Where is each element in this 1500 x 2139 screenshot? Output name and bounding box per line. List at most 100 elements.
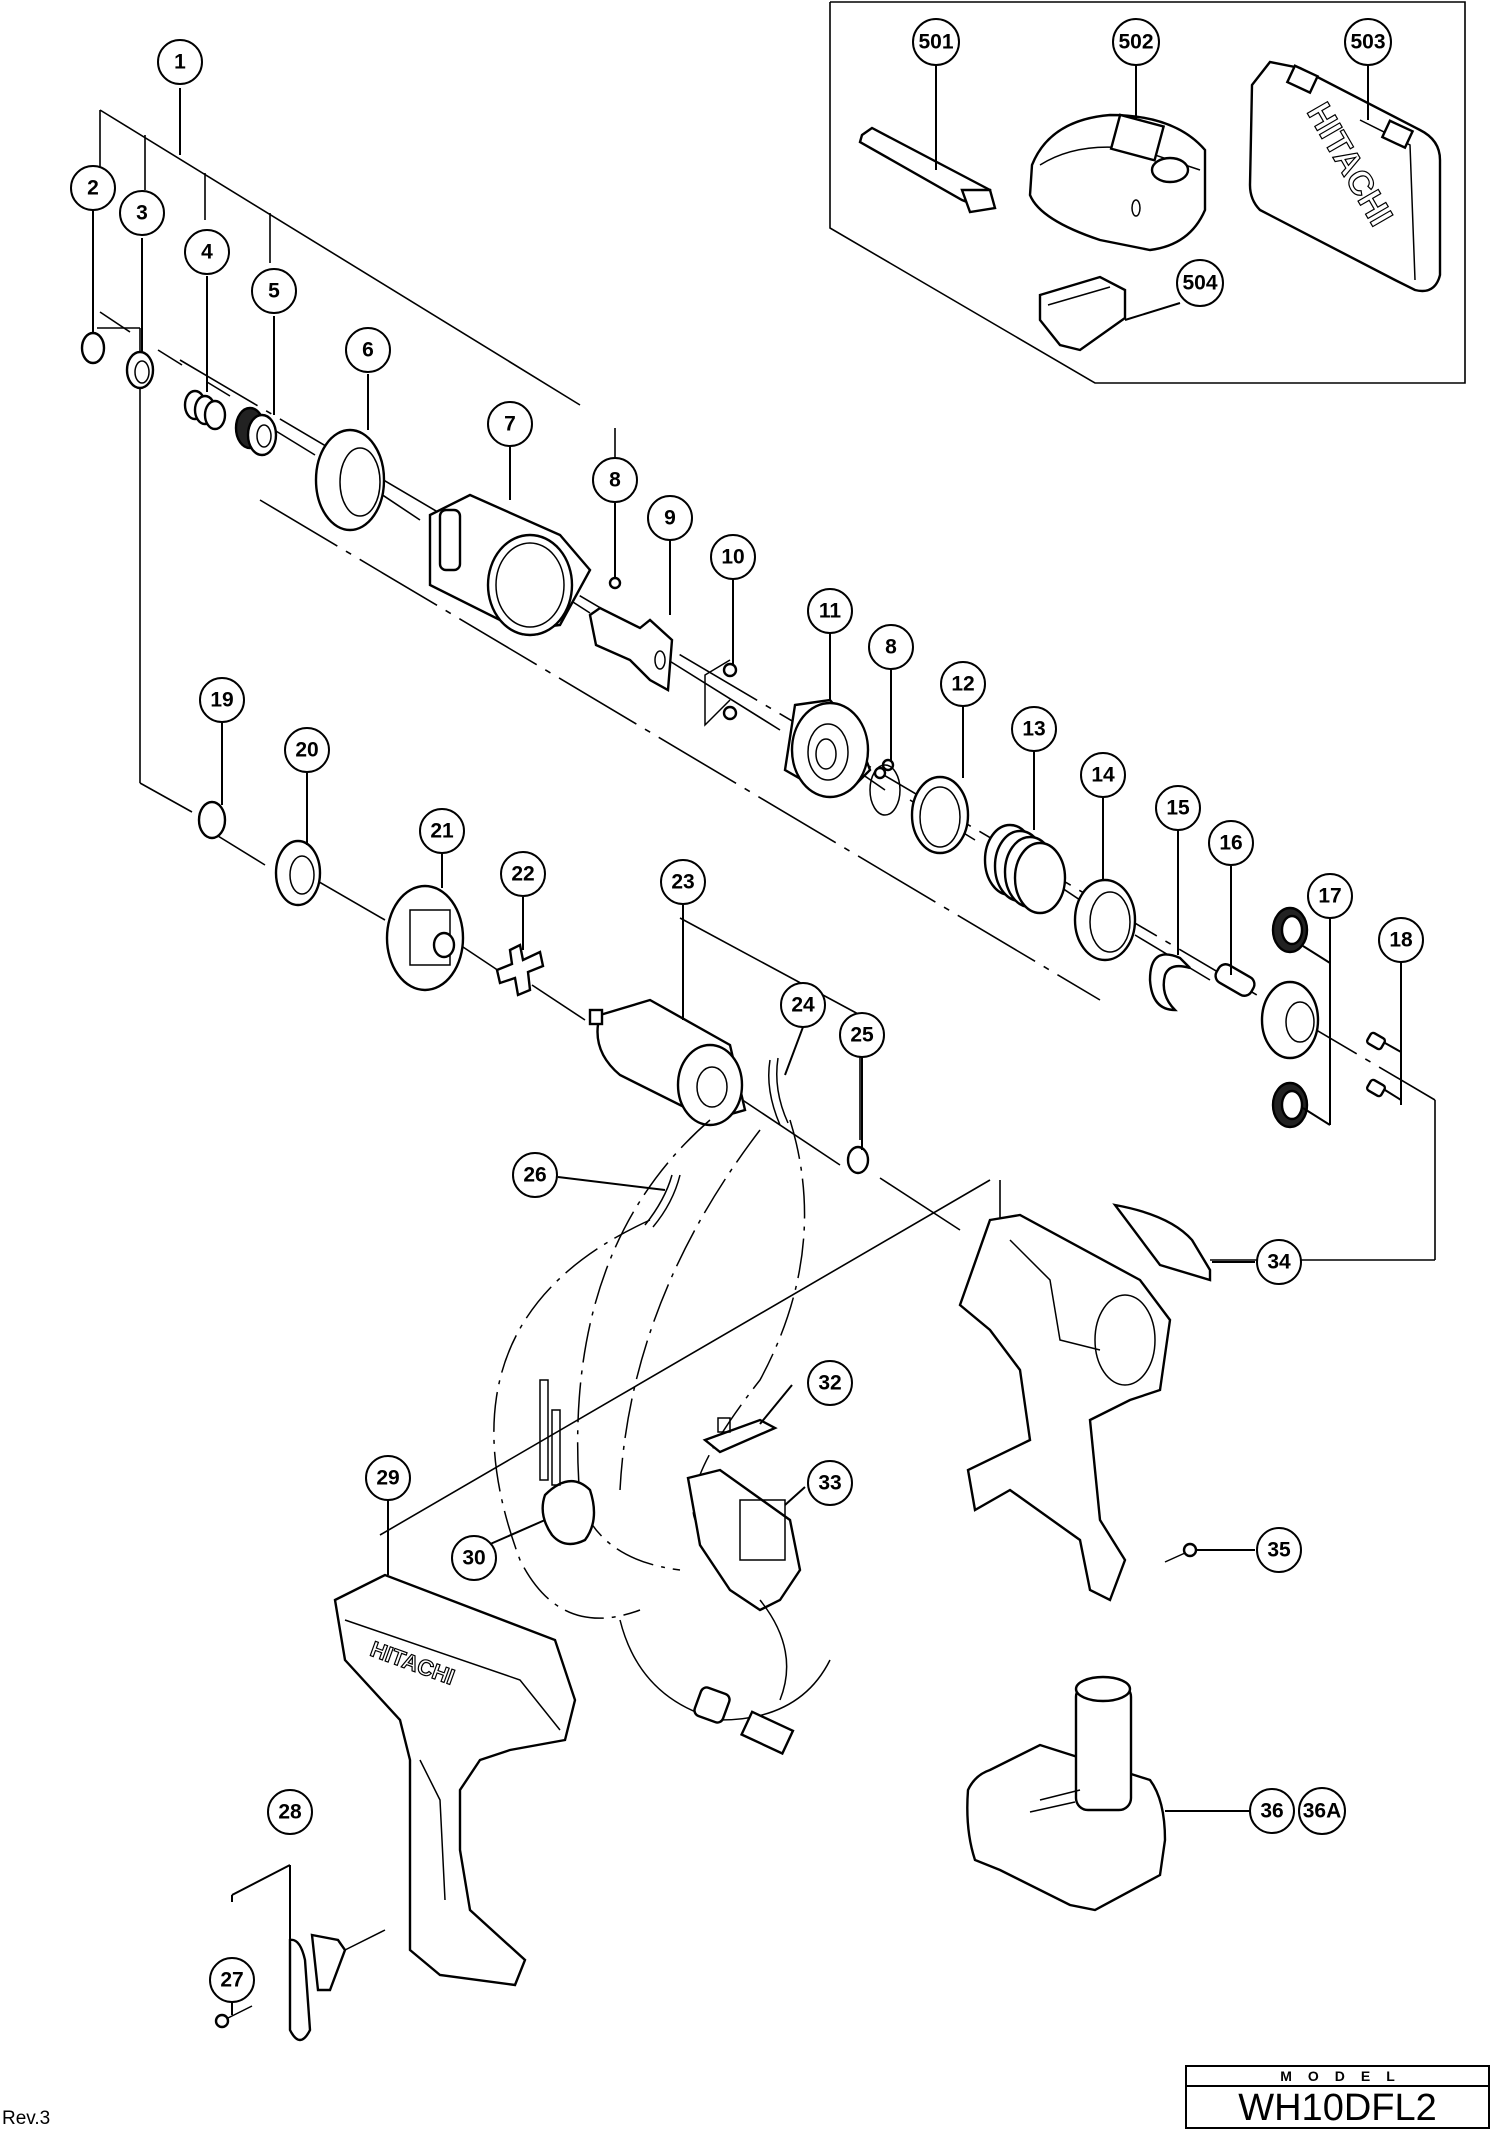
- part-18-needle-pins[interactable]: [1365, 1031, 1387, 1098]
- callout-11[interactable]: 11: [807, 588, 853, 634]
- callout-25[interactable]: 25: [839, 1012, 885, 1058]
- callout-5[interactable]: 5: [251, 268, 297, 314]
- callout-28[interactable]: 28: [267, 1789, 313, 1835]
- callout-circle: [184, 229, 230, 275]
- part-2-retaining-ring[interactable]: [80, 331, 106, 365]
- callout-36A[interactable]: 36A: [1298, 1787, 1346, 1835]
- part-22-washer-plate[interactable]: [495, 943, 545, 997]
- callout-12[interactable]: 12: [940, 661, 986, 707]
- model-title-block: MODEL WH10DFL2: [1185, 2065, 1490, 2129]
- part-33-housing-right[interactable]: [958, 1213, 1172, 1602]
- callout-circle: [1208, 820, 1254, 866]
- callout-2[interactable]: 2: [70, 165, 116, 211]
- callout-32[interactable]: 32: [807, 1360, 853, 1406]
- part-12-washer[interactable]: [910, 775, 970, 855]
- callout-circle: [1344, 18, 1392, 66]
- callout-503[interactable]: 503: [1344, 18, 1392, 66]
- part-20-ball-bearing[interactable]: [274, 839, 322, 907]
- part-36-battery[interactable]: [966, 1675, 1167, 1912]
- part-21-gear-holder[interactable]: [385, 884, 465, 992]
- part-32-switch-cover[interactable]: [702, 1417, 778, 1454]
- callout-number: 503: [1350, 31, 1385, 54]
- callout-29[interactable]: 29: [365, 1455, 411, 1501]
- part-15-retaining-ring[interactable]: [1148, 953, 1191, 1012]
- callout-8b[interactable]: 8: [868, 624, 914, 670]
- part-33-switch[interactable]: [619, 1468, 831, 1756]
- callout-20[interactable]: 20: [284, 727, 330, 773]
- part-16-spindle[interactable]: [1213, 961, 1320, 1060]
- part-34-name-plate[interactable]: [1112, 1203, 1212, 1282]
- callout-number: 1: [174, 51, 186, 74]
- callout-504[interactable]: 504: [1176, 259, 1224, 307]
- part-10-balls-plate[interactable]: [704, 659, 738, 727]
- callout-circle: [199, 677, 245, 723]
- part-504-belt-hook[interactable]: [1038, 275, 1127, 352]
- part-503-carrying-case[interactable]: HITACHI: [1248, 60, 1442, 293]
- callout-4[interactable]: 4: [184, 229, 230, 275]
- callout-33[interactable]: 33: [807, 1460, 853, 1506]
- callout-14[interactable]: 14: [1080, 752, 1126, 798]
- part-9-anvil[interactable]: [588, 606, 674, 692]
- callout-circle: [512, 1152, 558, 1198]
- callout-35[interactable]: 35: [1256, 1527, 1302, 1573]
- callout-502[interactable]: 502: [1112, 18, 1160, 66]
- part-7-hammer-case[interactable]: [428, 493, 592, 637]
- callout-6[interactable]: 6: [345, 327, 391, 373]
- callout-30[interactable]: 30: [451, 1535, 497, 1581]
- callout-24[interactable]: 24: [780, 982, 826, 1028]
- callout-number: 18: [1389, 929, 1413, 952]
- part-8-steel-ball[interactable]: [608, 576, 622, 590]
- part-25-retaining-ring[interactable]: [846, 1145, 870, 1175]
- part-5-sleeve[interactable]: [234, 406, 278, 457]
- callout-22[interactable]: 22: [500, 851, 546, 897]
- callout-number: 20: [295, 739, 318, 762]
- callout-19[interactable]: 19: [199, 677, 245, 723]
- callout-13[interactable]: 13: [1011, 706, 1057, 752]
- callout-number: 25: [850, 1024, 874, 1047]
- callout-1[interactable]: 1: [157, 39, 203, 85]
- callout-15[interactable]: 15: [1155, 785, 1201, 831]
- part-26-cord[interactable]: [644, 1174, 681, 1228]
- callout-3[interactable]: 3: [119, 190, 165, 236]
- callout-23[interactable]: 23: [660, 859, 706, 905]
- part-502-charger[interactable]: [1028, 113, 1207, 252]
- callout-34[interactable]: 34: [1256, 1239, 1302, 1285]
- part-29-housing-left[interactable]: HITACHI: [333, 1573, 577, 1987]
- part-6-cap[interactable]: [314, 428, 386, 532]
- part-17-idler-gears[interactable]: [1271, 906, 1309, 1129]
- callout-number: 36A: [1303, 1800, 1342, 1823]
- part-14-washer[interactable]: [1073, 878, 1137, 962]
- part-3-washer[interactable]: [125, 350, 155, 390]
- callout-27[interactable]: 27: [209, 1957, 255, 2003]
- callout-501[interactable]: 501: [912, 18, 960, 66]
- callout-36[interactable]: 36: [1249, 1788, 1295, 1834]
- part-11-hammer[interactable]: [783, 698, 872, 799]
- callout-number: 26: [523, 1164, 546, 1187]
- part-24-cord[interactable]: [768, 1057, 789, 1126]
- callout-circle: [451, 1535, 497, 1581]
- part-30-capacitor[interactable]: [539, 1379, 596, 1546]
- callout-number: 11: [819, 600, 842, 623]
- part-13-hammer-spring[interactable]: [983, 823, 1067, 915]
- part-28-hook-plate[interactable]: [288, 1929, 386, 2042]
- part-501-screwdriver-bit[interactable]: [858, 126, 997, 214]
- part-23-dc-motor[interactable]: [588, 998, 747, 1127]
- callout-7[interactable]: 7: [487, 401, 533, 447]
- callout-18[interactable]: 18: [1378, 917, 1424, 963]
- callout-17[interactable]: 17: [1307, 873, 1353, 919]
- callout-10[interactable]: 10: [710, 534, 756, 580]
- part-35-tapping-screw[interactable]: [1164, 1542, 1198, 1563]
- callout-circle: [1256, 1239, 1302, 1285]
- callout-21[interactable]: 21: [419, 808, 465, 854]
- part-27-tapping-screw[interactable]: [214, 2005, 253, 2029]
- callout-26[interactable]: 26: [512, 1152, 558, 1198]
- callout-16[interactable]: 16: [1208, 820, 1254, 866]
- part-8-steel-balls-second[interactable]: [869, 758, 901, 816]
- callout-9[interactable]: 9: [647, 495, 693, 541]
- part-19-retaining-ring[interactable]: [197, 800, 227, 840]
- callout-8a[interactable]: 8: [592, 457, 638, 503]
- callout-circle: [157, 39, 203, 85]
- callout-number: 502: [1118, 31, 1153, 54]
- part-4-spring[interactable]: [183, 389, 227, 431]
